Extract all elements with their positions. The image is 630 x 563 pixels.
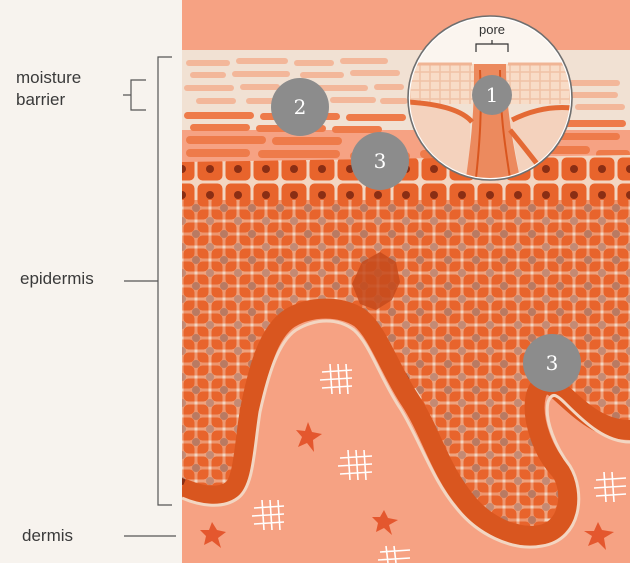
fibroblasts [200,422,614,550]
epidermis-label: epidermis [20,269,94,288]
brackets [123,56,176,537]
marker-2: 2 [271,78,329,136]
svg-text:3: 3 [546,351,559,375]
collagen-fibers [251,363,627,563]
moisture-barrier-label: moisture barrier [16,68,82,109]
pore-label: pore [479,22,505,37]
moisture-barrier-bracket [123,79,146,111]
pore-bracket [475,40,509,52]
epidermis-bracket [124,56,172,506]
svg-text:3: 3 [374,149,387,173]
basal-layer [182,298,630,546]
basal-border [182,319,630,549]
svg-text:2: 2 [294,95,307,119]
svg-text:1: 1 [486,83,499,107]
marker-3-right: 3 [523,334,581,392]
marker-1: 1 [472,75,512,115]
pigment-cluster [352,252,400,310]
epidermis-offset-cells [182,200,630,526]
dermis-label: dermis [22,526,74,545]
marker-3-top: 3 [351,132,409,190]
corneum-flakes [184,58,625,110]
